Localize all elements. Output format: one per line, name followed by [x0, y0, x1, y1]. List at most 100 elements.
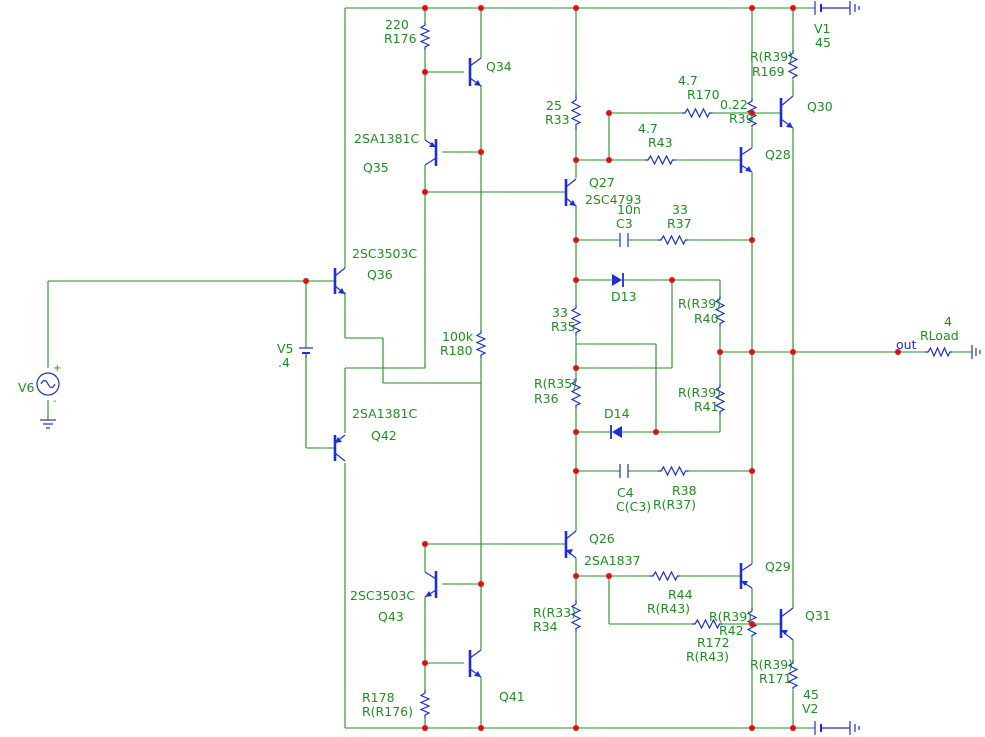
resistor-r178	[419, 690, 431, 718]
c3-value: 10n	[617, 202, 641, 217]
resistor-r35	[570, 305, 582, 336]
transistor-q30	[779, 95, 794, 129]
transistor-q35	[424, 139, 438, 166]
r36-value: R(R35)	[534, 376, 577, 391]
diode-d14	[610, 425, 622, 439]
q31-label: Q31	[805, 608, 831, 623]
resistor-r41	[714, 384, 726, 415]
q41-label: Q41	[499, 689, 525, 704]
resistor-r172	[692, 618, 723, 630]
v1-value: 45	[815, 35, 831, 50]
voltage-source-v6	[36, 372, 60, 429]
transistor-q27	[564, 178, 577, 207]
r37-label: R37	[667, 216, 692, 231]
r180-value: 100k	[442, 329, 474, 344]
q27-label: Q27	[589, 175, 615, 190]
r180-label: R180	[440, 343, 473, 358]
q28-label: Q28	[765, 147, 791, 162]
resistor-rload	[925, 346, 952, 358]
r38-value: R(R37)	[653, 497, 696, 512]
battery-v2	[814, 721, 860, 735]
v1-label: V1	[814, 21, 831, 36]
resistor-r44	[650, 570, 681, 582]
diode-d13	[612, 273, 624, 287]
transistor-q31	[779, 607, 794, 641]
r37-value: 33	[672, 202, 688, 217]
r178-label: R178	[362, 690, 395, 705]
r40-value: R(R39)	[678, 296, 721, 311]
r41-label: R41	[694, 399, 719, 414]
q35-part: 2SA1381C	[354, 131, 419, 146]
r178-value: R(R176)	[362, 704, 413, 719]
r170-label: R170	[687, 87, 720, 102]
capacitor-c4	[619, 464, 629, 478]
q30-label: Q30	[807, 99, 833, 114]
r40-label: R40	[694, 311, 719, 326]
transistor-q36	[333, 267, 346, 295]
q43-part: 2SC3503C	[350, 588, 415, 603]
component-labels: 220 R176 Q34 2SA1381C Q35 2SC3503C Q36 V…	[18, 17, 959, 719]
resistor-r37	[658, 234, 689, 246]
q36-part: 2SC3503C	[352, 246, 417, 261]
transistors	[333, 57, 794, 678]
transistor-q26	[564, 530, 577, 559]
r36-label: R36	[534, 391, 559, 406]
r42-label: R42	[719, 623, 744, 638]
r176-label: R176	[384, 31, 417, 46]
q42-part: 2SA1381C	[352, 406, 417, 421]
v6-plus: +	[53, 363, 61, 374]
r171-value: R(R39)	[750, 657, 793, 672]
r169-label: R169	[752, 64, 785, 79]
v2-value: 45	[803, 687, 819, 702]
transistor-q42	[333, 434, 346, 462]
r41-value: R(R39)	[678, 385, 721, 400]
transistor-q29	[739, 563, 753, 589]
r176-value: 220	[385, 17, 409, 32]
battery-v5	[299, 347, 313, 358]
q43-label: Q43	[378, 609, 404, 624]
r39-label: R39	[729, 111, 754, 126]
resistor-r180	[475, 330, 487, 358]
ground-rload	[971, 345, 981, 359]
battery-v1	[814, 1, 860, 15]
r43-value: 4.7	[638, 121, 658, 136]
q35-label: Q35	[363, 160, 389, 175]
transistor-q28	[739, 147, 753, 173]
r35-label: R35	[551, 319, 576, 334]
v2-label: V2	[802, 701, 819, 716]
resistor-r169	[787, 50, 799, 80]
q29-label: Q29	[765, 559, 791, 574]
resistor-r38	[658, 465, 689, 477]
r42-value: R(R39)	[709, 609, 752, 624]
r169-value: R(R39)	[750, 49, 793, 64]
v6-minus: -	[53, 396, 57, 407]
junction-nodes	[303, 5, 901, 731]
r33-label: R33	[545, 112, 570, 127]
r172-label: R172	[697, 635, 730, 650]
d13-label: D13	[611, 289, 637, 304]
r34-value: R(R33)	[533, 605, 576, 620]
resistor-r36	[570, 378, 582, 409]
r39-value: 0.22	[720, 97, 748, 112]
transistor-q43	[424, 571, 438, 598]
rload-label: RLoad	[920, 328, 959, 343]
r35-value: 33	[552, 305, 568, 320]
rload-value: 4	[944, 314, 952, 329]
transistor-q41	[468, 649, 482, 678]
q27-part: 2SC4793	[585, 192, 641, 207]
c3-label: C3	[616, 216, 633, 231]
c4-value: C(C3)	[616, 499, 651, 514]
v5-value: .4	[278, 355, 290, 370]
q34-label: Q34	[486, 59, 512, 74]
resistor-r170	[682, 107, 713, 119]
resistor-r40	[714, 296, 726, 327]
resistor-r33	[570, 95, 582, 130]
r34-label: R34	[533, 619, 558, 634]
capacitor-c3	[619, 233, 629, 247]
r172-value: R(R43)	[686, 649, 729, 664]
q36-label: Q36	[367, 267, 393, 282]
transistor-q34	[468, 57, 482, 87]
wires	[47, 7, 972, 729]
resistor-r34	[570, 600, 582, 633]
